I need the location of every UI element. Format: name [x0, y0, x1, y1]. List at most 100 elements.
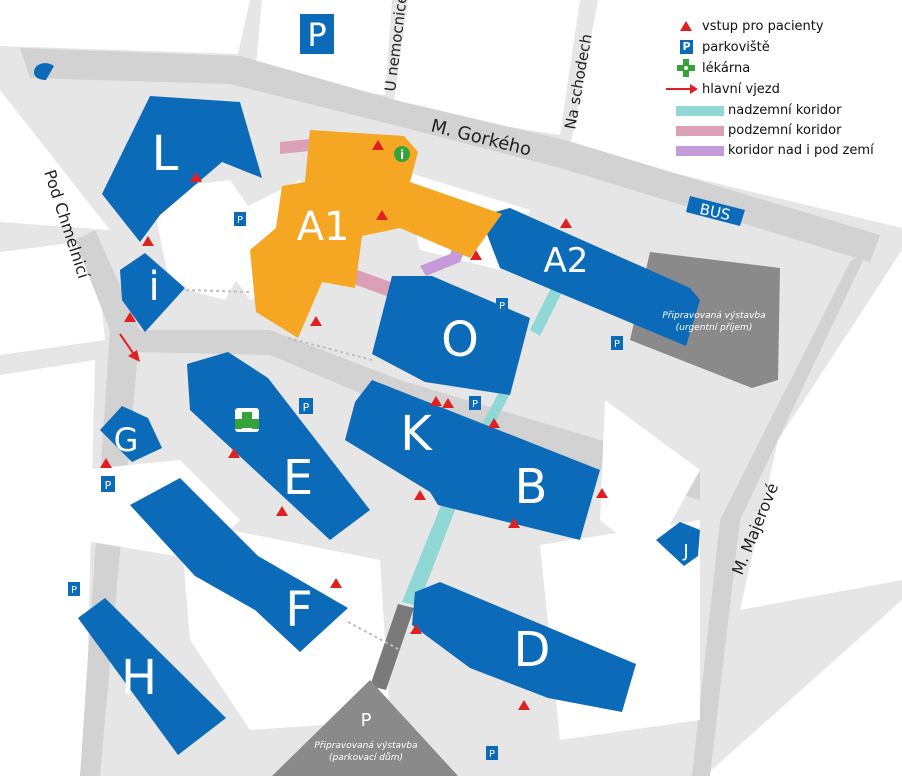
walkways [185, 289, 401, 651]
pharmacy-cross-icon [672, 59, 700, 77]
parking-markers: P P P P P P P P [68, 212, 623, 760]
legend-main-entry-label: hlavní vjezd [702, 81, 780, 97]
svg-text:P: P [237, 215, 243, 226]
entrance-marker [124, 312, 136, 322]
label-j: J [682, 541, 688, 562]
construction-labels: Připravovaná výstavba (urgentní příjem) … [314, 311, 765, 763]
parking-marker-1: P [234, 212, 246, 226]
building-a1 [250, 130, 502, 338]
legend-row-parking: P parkoviště [672, 37, 770, 57]
legend-row-pharmacy: lékárna [672, 58, 750, 78]
svg-text:P: P [472, 399, 478, 410]
entrance-marker [470, 250, 482, 260]
legend-row-above-corridor: nadzemní koridor [676, 100, 842, 120]
legend-above-corridor-label: nadzemní koridor [728, 102, 842, 118]
building-o [372, 276, 530, 395]
parking-sign-large-letter: P [307, 16, 326, 54]
entrance-marker [276, 506, 288, 516]
parking-marker-7: P [68, 582, 80, 596]
svg-text:i: i [400, 148, 404, 162]
building-f [130, 478, 348, 652]
entrance-marker [372, 140, 384, 150]
parking-marker-4: P [299, 398, 313, 414]
construction-garage [272, 680, 458, 776]
entrance-marker [190, 172, 202, 182]
parking-sign-garage: P [361, 710, 372, 731]
parking-sign-garage-letter: P [361, 710, 372, 731]
svg-text:P: P [71, 585, 77, 596]
entrance-marker [560, 218, 572, 228]
corridor-to-garage [370, 604, 414, 690]
legend-row-both-corridor: koridor nad i pod zemí [676, 140, 874, 160]
entrance-marker [376, 210, 388, 220]
svg-text:P: P [105, 479, 112, 492]
entrance-markers [100, 140, 608, 710]
legend-row-main-entry: hlavní vjezd [666, 79, 780, 99]
buildings [78, 96, 700, 755]
above-corridor-a2-o [530, 286, 562, 336]
parking-marker-3: P [611, 336, 623, 350]
legend-entrance-label: vstup pro pacienty [702, 18, 824, 34]
construction-emergency-sub: (urgentní příjem) [676, 323, 753, 333]
entrance-marker [430, 396, 442, 406]
entrance-marker [310, 316, 322, 326]
svg-text:P: P [499, 301, 505, 312]
above-corridor-o-k [480, 390, 510, 432]
svg-text:P: P [489, 749, 495, 760]
legend-row-entrance: vstup pro pacienty [672, 16, 824, 36]
label-a2: A2 [544, 241, 589, 281]
building-a2 [480, 208, 700, 346]
building-d [412, 582, 636, 712]
entrance-marker [410, 624, 422, 634]
label-e: E [283, 450, 313, 506]
main-entry-arrow [119, 333, 140, 362]
entrance-marker [508, 518, 520, 528]
svg-text:P: P [303, 401, 310, 414]
entrance-marker [330, 578, 342, 588]
parking-sign-large: P [300, 14, 334, 54]
entrance-marker [442, 398, 454, 408]
red-arrow-icon [666, 82, 700, 96]
above-corridor-swatch-icon [676, 103, 726, 117]
construction-garage-sub: (parkovací dům) [329, 752, 403, 763]
parking-marker-6: P [101, 476, 115, 492]
svg-text:P: P [614, 339, 620, 350]
entrance-marker [488, 418, 500, 428]
info-icon: i [394, 146, 410, 162]
entrance-marker [414, 490, 426, 500]
label-l: L [152, 126, 179, 182]
construction-emergency-title: Připravovaná výstavba [662, 311, 765, 321]
building-l [102, 96, 262, 242]
parking-icon: P [672, 40, 700, 54]
building-i [120, 253, 185, 332]
entrance-marker [142, 236, 154, 246]
label-o: O [441, 312, 479, 368]
both-corridor-swatch-icon [676, 143, 726, 157]
building-j [656, 522, 700, 566]
label-h: H [121, 650, 157, 706]
entrance-marker [596, 488, 608, 498]
label-a1: A1 [297, 204, 350, 250]
label-g: G [114, 421, 139, 459]
label-i: i [148, 264, 159, 310]
building-labels: L i A1 A2 O E K B G F D H J [114, 126, 689, 706]
legend-parking-label: parkoviště [702, 39, 770, 55]
building-e [187, 352, 370, 540]
entrance-triangle-icon [672, 19, 700, 33]
construction-garage-title: Připravovaná výstavba [314, 741, 417, 751]
underground-corridor-o [348, 268, 396, 298]
pharmacy-icon [235, 408, 259, 432]
building-kb [345, 380, 600, 540]
label-d: D [514, 622, 551, 678]
water-drop-icon [34, 63, 54, 80]
above-corridor-k-d [402, 488, 462, 606]
under-corridor-swatch-icon [676, 123, 726, 137]
label-b: B [515, 459, 548, 515]
legend-both-corridor-label: koridor nad i pod zemí [728, 142, 874, 158]
entrance-marker [100, 458, 112, 468]
parking-marker-2: P [496, 298, 508, 312]
entrance-marker [518, 700, 530, 710]
legend-row-under-corridor: podzemní koridor [676, 120, 841, 140]
legend-pharmacy-label: lékárna [702, 60, 751, 76]
